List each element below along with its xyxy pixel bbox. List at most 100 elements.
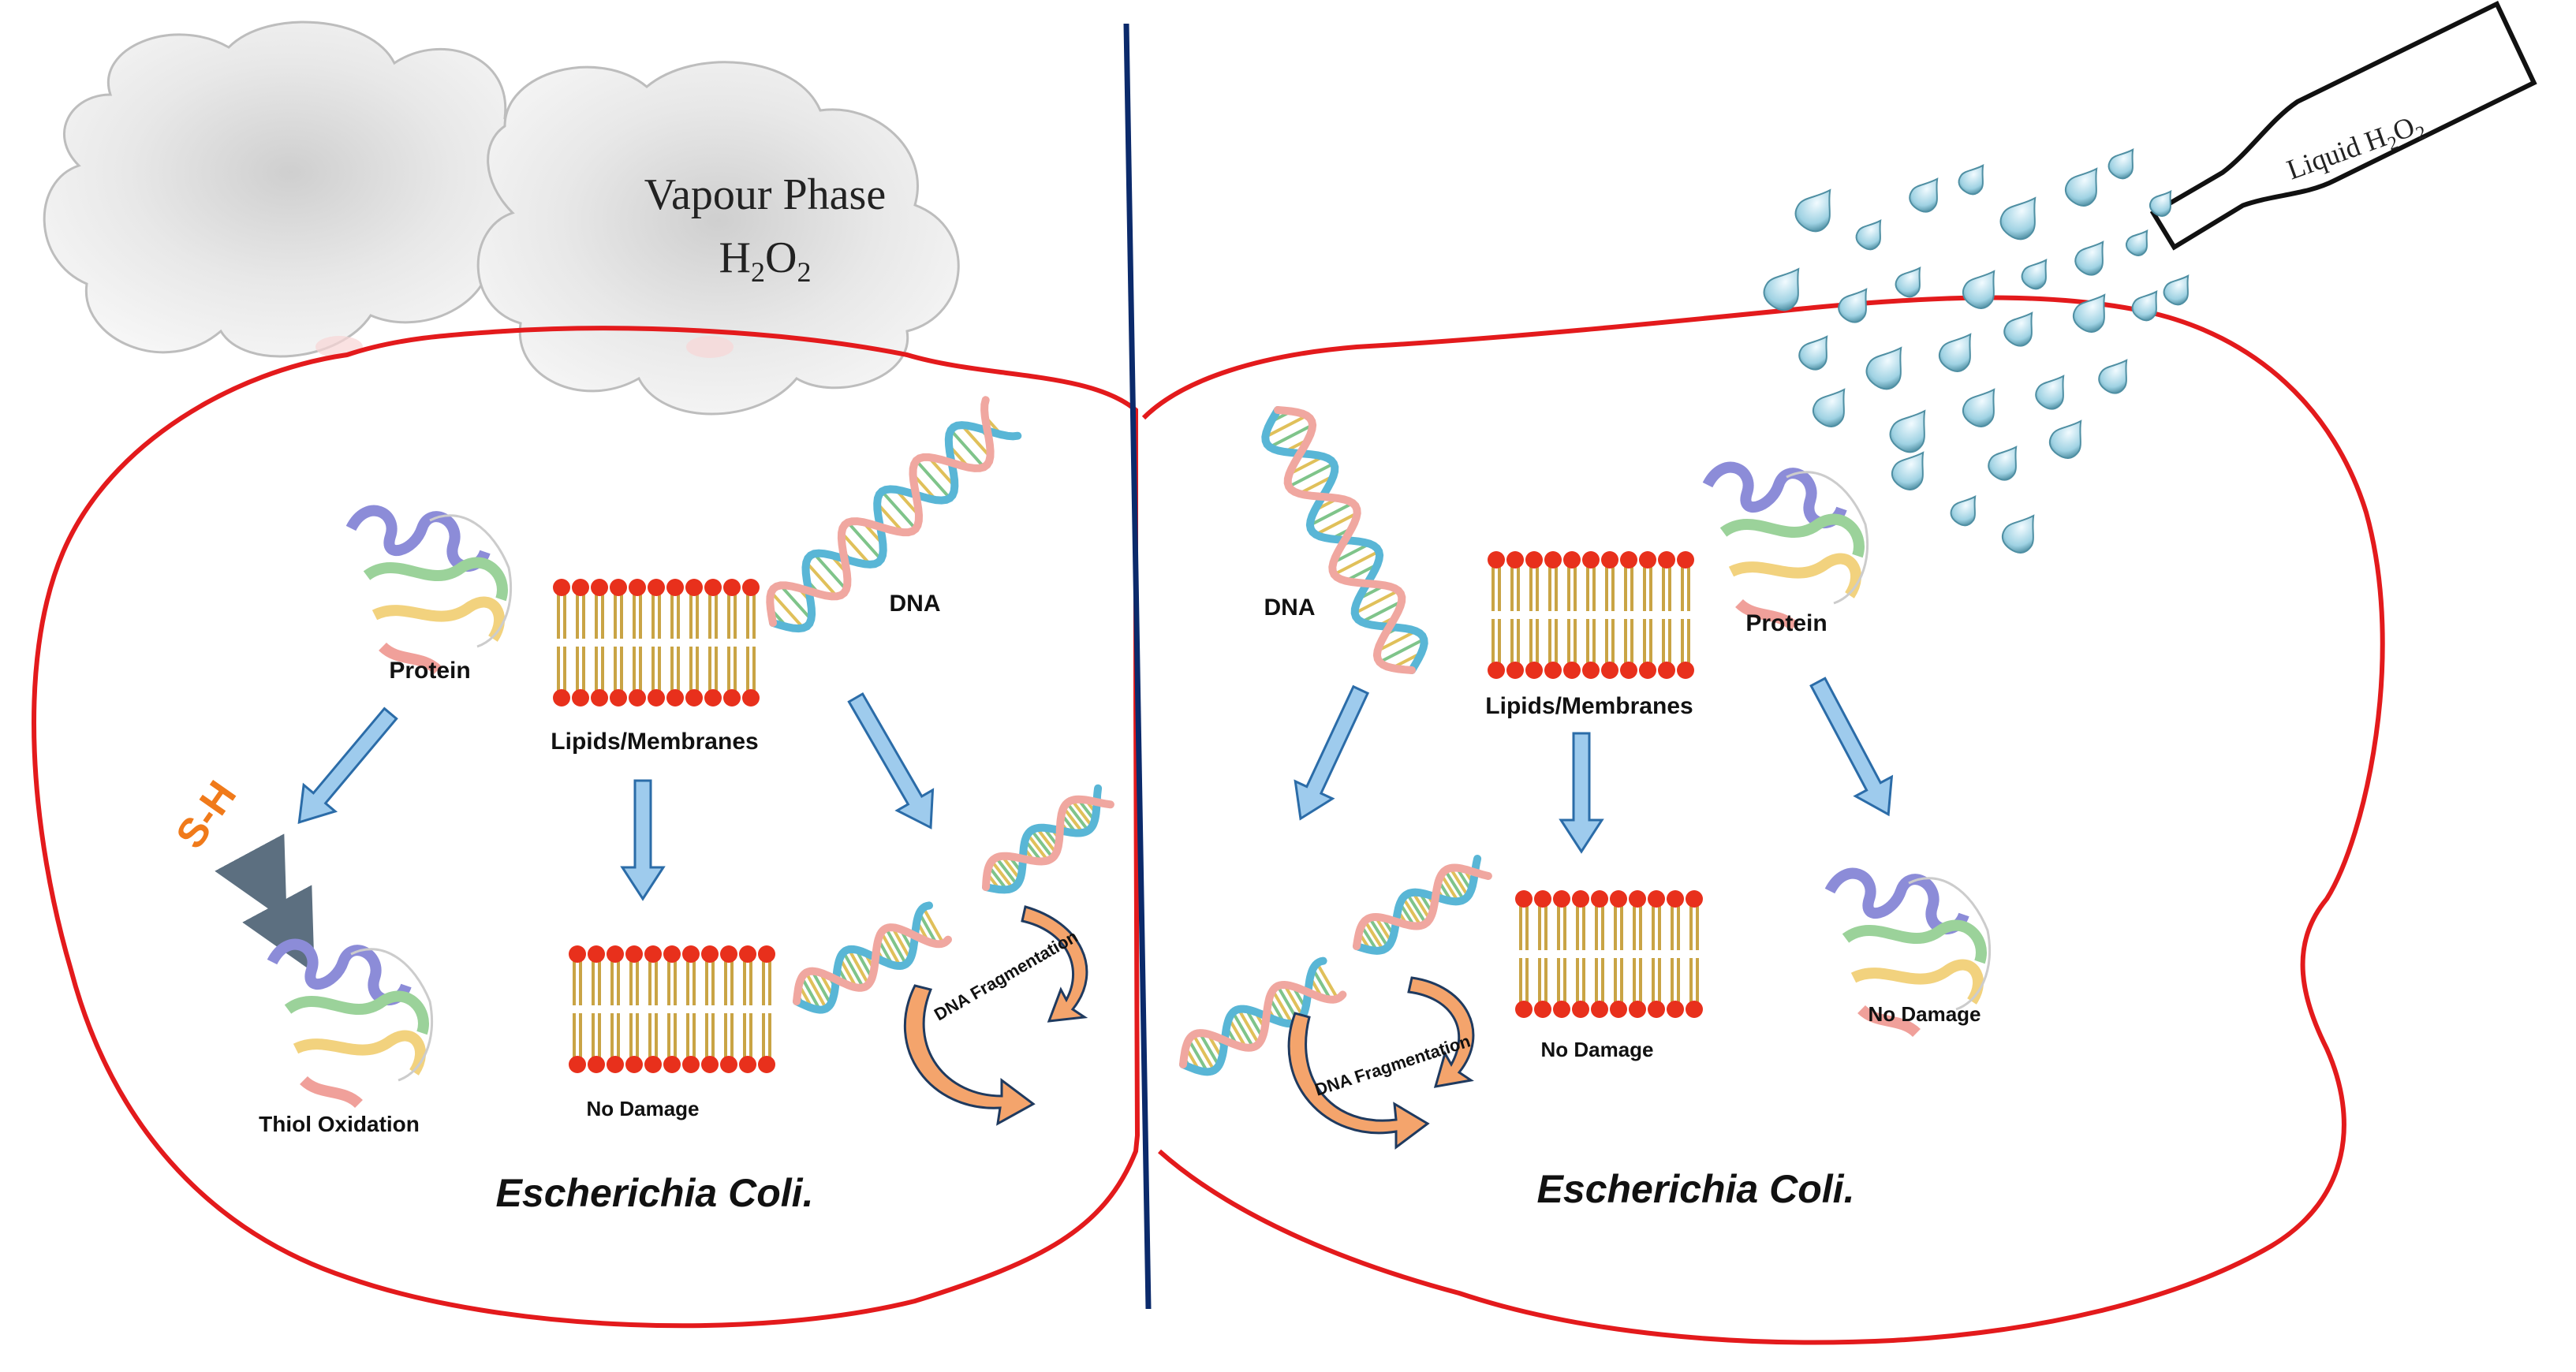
lipid-head: [704, 579, 722, 596]
dna-base-pair: [879, 931, 902, 967]
liquid-h2o2-bottle: [2149, 0, 2537, 251]
lipid-head: [1658, 662, 1675, 679]
lipid-head: [1582, 551, 1600, 569]
droplet-icon: [1855, 218, 1882, 251]
dna-base-pair: [1030, 829, 1055, 859]
lipid-head: [1629, 890, 1646, 908]
lipid-head: [1667, 1001, 1684, 1018]
lipid-head: [553, 579, 570, 596]
right-lipid-no-damage-label: No Damage: [1540, 1038, 1653, 1061]
lipid-head: [742, 689, 760, 707]
right-panel: Liquid H2O2 DNA Lipids/Membranes Protein: [1141, 0, 2537, 1345]
thiol-oxidation-label: Thiol Oxidation: [259, 1112, 420, 1136]
panel-divider: [1123, 23, 1152, 1310]
dna-base-pair: [1288, 455, 1324, 476]
dna-base-pair: [1402, 897, 1422, 927]
right-protein-arrow: [1809, 677, 1894, 817]
dna-base-pair: [1311, 967, 1332, 1001]
lipid-head: [648, 579, 665, 596]
dna-base-pair: [1363, 919, 1385, 951]
dna-strand: [1353, 863, 1492, 950]
dna-strand: [982, 784, 1103, 894]
fragmentation-curved-arrow-2: [1021, 905, 1088, 1023]
lipid-head: [588, 1056, 605, 1073]
dna-base-pair: [1271, 990, 1294, 1025]
dna-base-pair: [990, 859, 1014, 889]
lipid-head: [1620, 662, 1637, 679]
dna-base-pair: [1315, 512, 1358, 536]
droplet-icon: [2125, 229, 2149, 256]
lipid-head: [1639, 551, 1656, 569]
right-organism-label: Escherichia Coli.: [1537, 1167, 1855, 1211]
dna-arrow: [847, 692, 935, 830]
dna-strand: [769, 421, 1022, 633]
right-protein-icon: [1702, 461, 1869, 632]
droplet-icon: [1891, 451, 1925, 490]
right-lipid-bilayer-icon: [1488, 551, 1694, 679]
dna-strand: [766, 396, 995, 627]
droplet-icon: [1889, 409, 1926, 453]
dna-base-pair: [1406, 893, 1428, 925]
lipid-head: [1686, 1001, 1703, 1018]
dna-base-pair: [838, 957, 858, 989]
lipid-head: [1506, 662, 1524, 679]
dna-strand: [793, 923, 952, 1005]
droplet-icon: [2021, 258, 2048, 290]
dna-base-pair: [987, 865, 1008, 891]
dna-base-pair: [995, 856, 1018, 886]
left-no-damage-label: No Damage: [586, 1097, 699, 1120]
lipid-head: [1525, 551, 1543, 569]
droplet-icon: [2131, 289, 2158, 322]
lipid-head: [1648, 1001, 1665, 1018]
lipid-head: [610, 689, 627, 707]
dna-base-pair: [875, 502, 905, 534]
right-dna-helix-icon: [1261, 406, 1428, 674]
intact-lipid-bilayer-icon: [569, 945, 775, 1073]
lipid-head: [1667, 890, 1684, 908]
lipid-head: [1591, 890, 1608, 908]
dna-base-pair: [1309, 501, 1353, 527]
lipid-head: [720, 945, 737, 963]
lipid-head: [1601, 662, 1618, 679]
lipid-head: [723, 579, 741, 596]
lipid-head: [625, 945, 643, 963]
dna-base-pair: [1374, 915, 1393, 943]
dna-base-pair: [1298, 474, 1335, 495]
dna-base-pair: [1361, 599, 1403, 624]
lipid-head: [648, 689, 665, 707]
dna-base-pair: [1066, 802, 1090, 832]
lipid-head: [1506, 551, 1524, 569]
dna-base-pair: [1379, 637, 1425, 664]
droplet-icon: [2003, 311, 2033, 347]
lipid-head: [572, 689, 589, 707]
lipid-head: [663, 945, 681, 963]
lipid-head: [1534, 890, 1551, 908]
lipid-head: [569, 1056, 586, 1073]
dna-base-pair: [800, 976, 822, 1011]
left-dna-label: DNA: [890, 591, 941, 617]
fragmentation-curved-arrow-1: [903, 984, 1036, 1126]
droplet-icon: [2098, 359, 2128, 394]
lipid-head: [1686, 890, 1703, 908]
lipid-head: [1553, 890, 1570, 908]
lipid-head: [685, 579, 703, 596]
right-dna-arrow: [1294, 684, 1370, 821]
dna-base-pair: [1245, 1008, 1264, 1038]
lipid-head: [720, 1056, 737, 1073]
lipid-head: [739, 945, 756, 963]
dna-base-pair: [840, 531, 872, 566]
dna-fragment-b-icon: [982, 784, 1114, 894]
lipid-head: [1563, 551, 1581, 569]
droplet-icon: [1798, 335, 1828, 371]
lipid-head: [1658, 551, 1675, 569]
dna-base-pair: [1288, 462, 1335, 488]
dna-base-pair: [1187, 1038, 1209, 1073]
dna-base-pair: [1449, 867, 1469, 897]
lipid-head: [610, 579, 627, 596]
lipid-head: [625, 1056, 643, 1073]
lipid-head: [1544, 662, 1562, 679]
dna-base-pair: [805, 561, 838, 598]
dna-base-pair: [1333, 550, 1380, 576]
dna-base-pair: [842, 951, 865, 989]
lipid-head: [666, 579, 684, 596]
